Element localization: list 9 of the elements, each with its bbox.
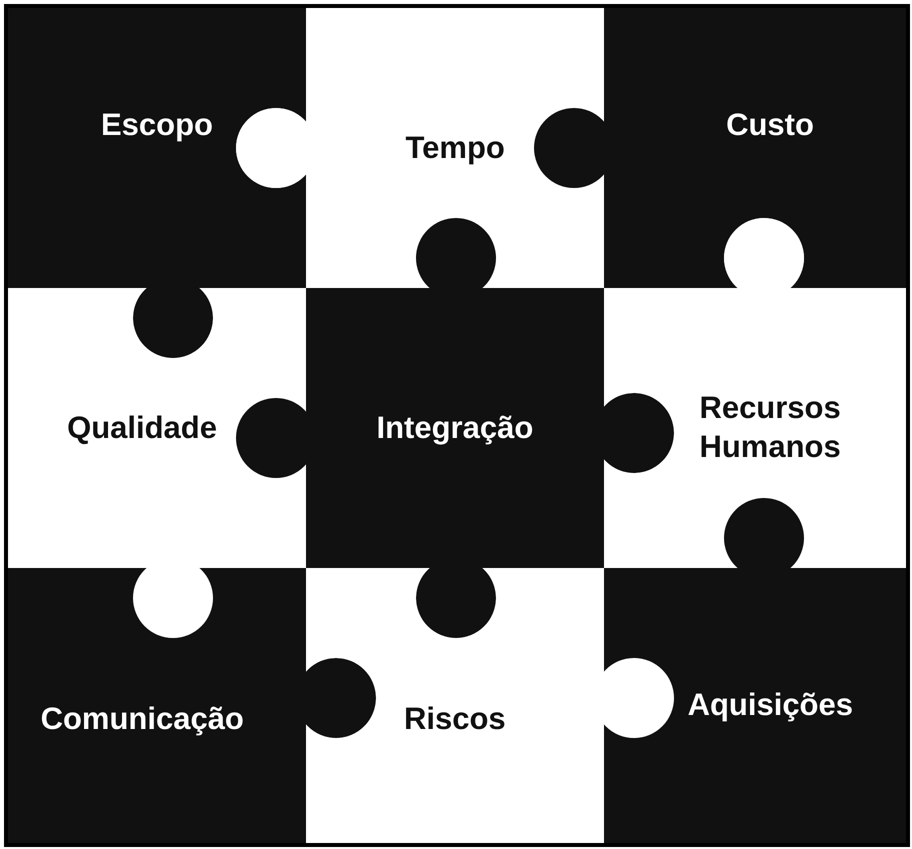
piece-label: Comunicação (40, 700, 244, 738)
piece-label: Integração (376, 408, 534, 447)
piece-label: Custo (726, 106, 814, 144)
piece-label: Recursos Humanos (698, 389, 842, 466)
piece-label: Qualidade (67, 408, 217, 446)
piece-label: Aquisições (688, 686, 853, 724)
piece-label: Escopo (101, 106, 213, 144)
piece-label: Tempo (406, 128, 505, 166)
piece-label: Riscos (404, 700, 506, 738)
